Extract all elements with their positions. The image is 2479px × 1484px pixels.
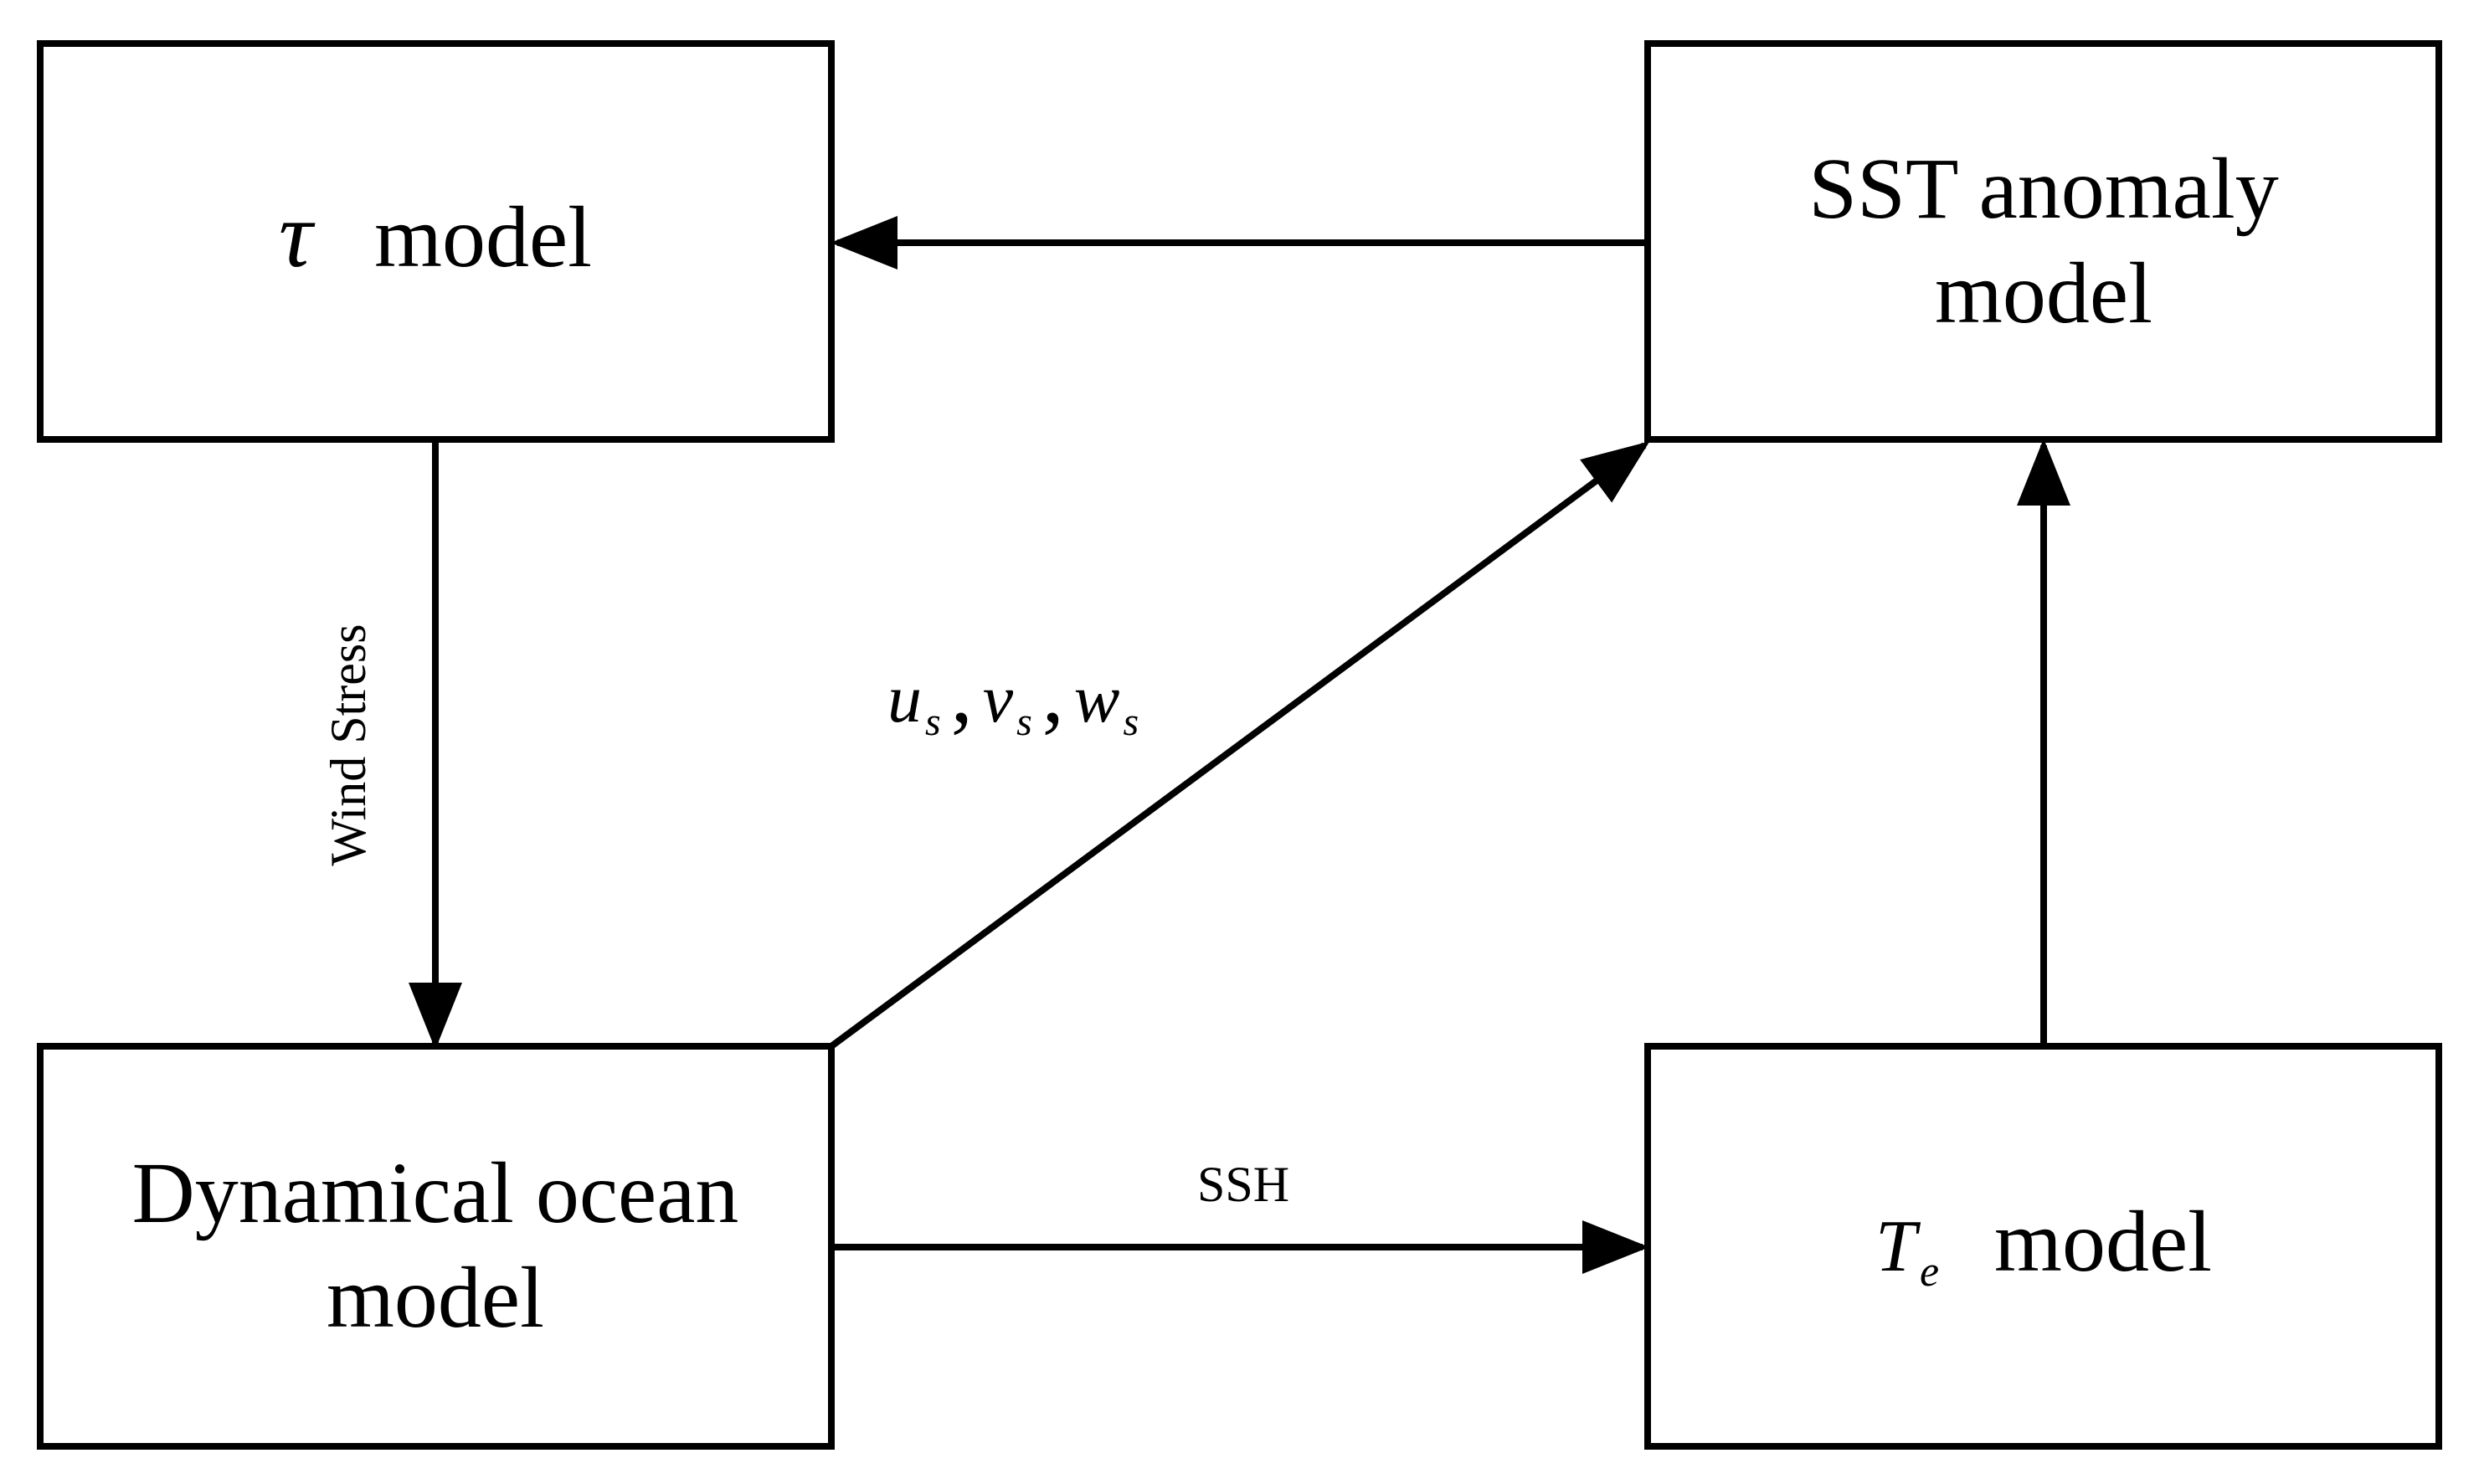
dynamical-ocean-model-box (37, 1043, 835, 1450)
ssh-label: SSH (1197, 1157, 1289, 1212)
sst-anomaly-model-line2: model (1935, 245, 2152, 341)
tau-model-box (37, 40, 835, 443)
tau-model-node: τ model (37, 40, 835, 443)
te-model-node: T e model (1644, 1043, 2442, 1450)
te-subscript: e (1920, 1248, 1939, 1296)
tau-model-label: model (374, 189, 592, 285)
sst-anomaly-model-box (1644, 40, 2442, 443)
te-symbol: T (1875, 1206, 1921, 1287)
sst-anomaly-model-node: SST anomaly model (1644, 40, 2442, 443)
v-subscript: s (1016, 700, 1032, 744)
tau-model-title: τ model (279, 183, 592, 287)
te-model-label: model (1994, 1194, 2212, 1290)
tau-symbol: τ (279, 183, 316, 287)
u-subscript: s (925, 700, 941, 744)
separator-1: , (951, 644, 973, 741)
separator-2: , (1042, 644, 1064, 741)
te-model-title: T e model (1875, 1194, 2212, 1296)
wind-stress-label: Wind Stress (321, 624, 376, 865)
dynamical-ocean-model-line1: Dynamical ocean (132, 1145, 739, 1241)
dynamical-ocean-model-line2: model (327, 1250, 544, 1346)
surface-velocity-label: u s , v s , w s (887, 644, 1139, 744)
w-symbol: w (1074, 660, 1120, 737)
arrow-ocean-to-sst (829, 441, 1650, 1050)
dynamical-ocean-model-node: Dynamical ocean model (37, 1043, 835, 1450)
sst-anomaly-model-line1: SST anomaly (1808, 141, 2278, 237)
u-symbol: u (887, 660, 922, 737)
w-subscript: s (1123, 700, 1139, 744)
v-symbol: v (983, 660, 1014, 737)
